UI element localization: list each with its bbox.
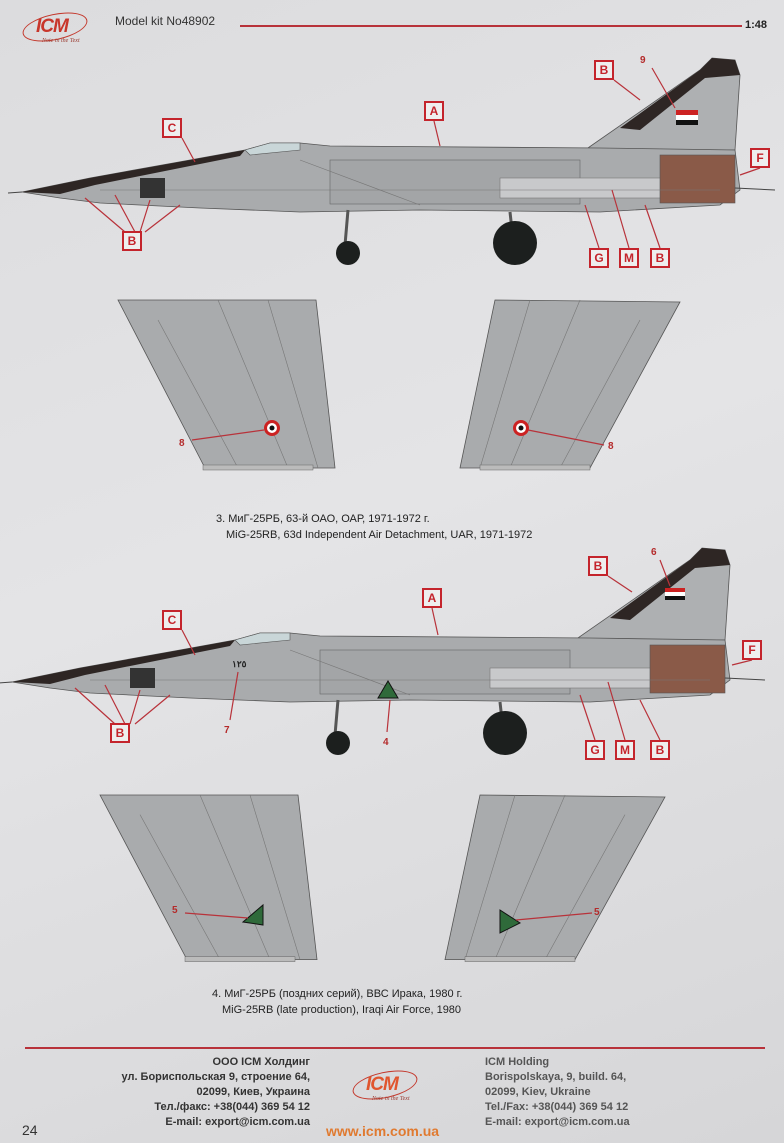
callout-A: A xyxy=(422,588,442,608)
wing-triangle-right xyxy=(499,909,522,934)
callout-M: M xyxy=(619,248,639,268)
header-divider xyxy=(240,25,742,27)
callout-B: B xyxy=(650,740,670,760)
fin-flag-scheme3 xyxy=(676,110,698,125)
decal-number-5: 5 xyxy=(172,905,178,916)
callout-C: C xyxy=(162,610,182,630)
callout-C: C xyxy=(162,118,182,138)
callout-M: M xyxy=(615,740,635,760)
decal-number-8: 8 xyxy=(608,441,614,452)
page-number: 24 xyxy=(22,1122,38,1138)
callout-G: G xyxy=(589,248,609,268)
right-wing-scheme3 xyxy=(459,299,681,471)
callout-B: B xyxy=(110,723,130,743)
decal-number-8: 8 xyxy=(179,438,185,449)
decal-number-9: 9 xyxy=(640,55,646,66)
right-wing-scheme4 xyxy=(444,794,666,962)
decal-number-4: 4 xyxy=(383,737,389,748)
callout-A: A xyxy=(424,101,444,121)
roundel-left xyxy=(264,420,280,436)
callout-F: F xyxy=(750,148,770,168)
callout-B: B xyxy=(588,556,608,576)
fin-flag-scheme4 xyxy=(665,588,685,600)
roundel-right xyxy=(513,420,529,436)
scale-label: 1:48 xyxy=(745,19,768,31)
serial-marking: ١٢٥ xyxy=(232,659,247,669)
callout-B: B xyxy=(594,60,614,80)
callout-F: F xyxy=(742,640,762,660)
leader-lines xyxy=(74,67,761,921)
website-link[interactable]: www.icm.com.ua xyxy=(326,1123,440,1139)
callout-B: B xyxy=(122,231,142,251)
callout-G: G xyxy=(585,740,605,760)
aircraft-drawings xyxy=(0,56,777,962)
kit-number: Model kit No48902 xyxy=(115,14,216,28)
decal-number-6: 6 xyxy=(651,547,657,558)
fuselage-triangle xyxy=(377,680,399,699)
left-wing-scheme3 xyxy=(117,299,336,471)
callout-B: B xyxy=(650,248,670,268)
footer-divider xyxy=(25,1047,765,1049)
decal-number-5: 5 xyxy=(594,907,600,918)
left-wing-scheme4 xyxy=(99,794,318,962)
scheme4-caption: 4. МиГ-25РБ (поздних серий), ВВС Ирака, … xyxy=(212,988,463,1016)
decal-number-7: 7 xyxy=(224,725,230,736)
scheme3-caption: 3. МиГ-25РБ, 63-й ОАО, ОАР, 1971-1972 г.… xyxy=(216,513,533,541)
wing-triangle-left xyxy=(241,903,264,926)
